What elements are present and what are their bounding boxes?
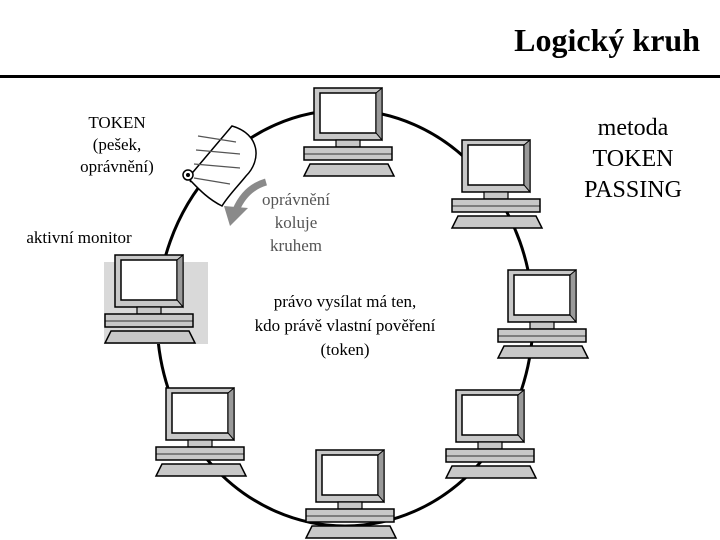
computer-icon — [497, 269, 589, 359]
transmit-right-line: právo vysílat má ten, — [273, 292, 417, 311]
token-pennant-icon — [182, 125, 257, 207]
token-label-line: oprávnění) — [80, 157, 154, 176]
transmit-right-line: (token) — [320, 340, 370, 359]
transmit-right-label: právo vysílat má ten, kdo právě vlastní … — [220, 290, 470, 362]
token-passing-line: TOKEN — [592, 146, 674, 172]
token-circulates-line: oprávnění — [262, 190, 330, 209]
title-divider — [0, 75, 720, 78]
token-circulates-line: kruhem — [270, 236, 322, 255]
token-passing-label: metoda TOKEN PASSING — [568, 113, 698, 206]
token-passing-line: PASSING — [584, 177, 682, 203]
token-label-line: (pešek, — [92, 135, 142, 154]
transmit-right-line: kdo právě vlastní pověření — [254, 316, 436, 335]
token-circulates-label: oprávnění koluje kruhem — [246, 188, 346, 257]
computer-icon — [445, 389, 537, 479]
computer-icon — [303, 87, 395, 177]
token-passing-line: metoda — [597, 115, 669, 141]
token-circulates-line: koluje — [274, 213, 318, 232]
computer-icon — [155, 387, 247, 477]
curved-arrow-icon — [224, 178, 268, 226]
page-title: Logický kruh — [514, 22, 700, 58]
token-label-line: TOKEN — [88, 113, 146, 132]
computer-icon — [451, 139, 543, 229]
active-monitor-label: aktivní monitor — [26, 228, 132, 247]
token-label: TOKEN (pešek, oprávnění) — [62, 112, 172, 178]
